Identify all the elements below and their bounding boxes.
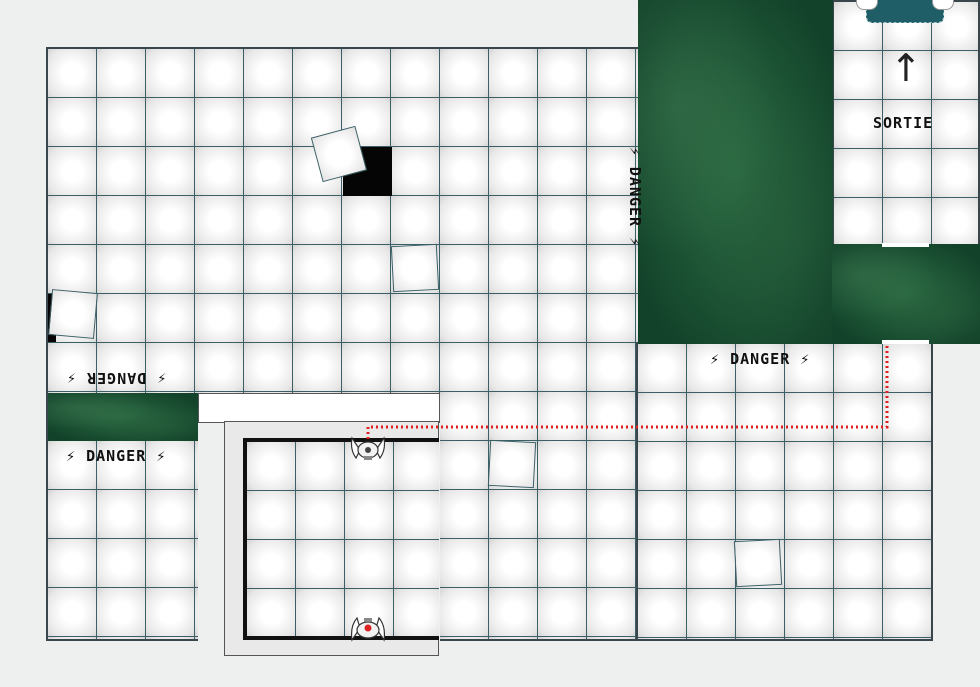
exit-arrow-icon: ↑ [890,46,922,90]
exit-label: SORTIE [873,114,934,132]
corridor-edge-top [882,243,929,247]
robot-bottom[interactable] [348,606,388,642]
pit-hazard-corridor [832,244,980,344]
danger-warning-left: ⚡ DANGER ⚡ [66,447,167,465]
pit-hazard-large [638,0,833,344]
robot-top[interactable] [348,436,388,472]
lower-right-floor [636,342,933,641]
danger-warning-pit: ⚡ DANGER ⚡ [710,350,811,368]
corridor-edge-bottom [882,340,929,344]
start-zone-floor [243,438,439,640]
exit-pad[interactable] [866,0,944,23]
pit-hazard-left [48,393,198,441]
exit-floor [832,0,980,246]
